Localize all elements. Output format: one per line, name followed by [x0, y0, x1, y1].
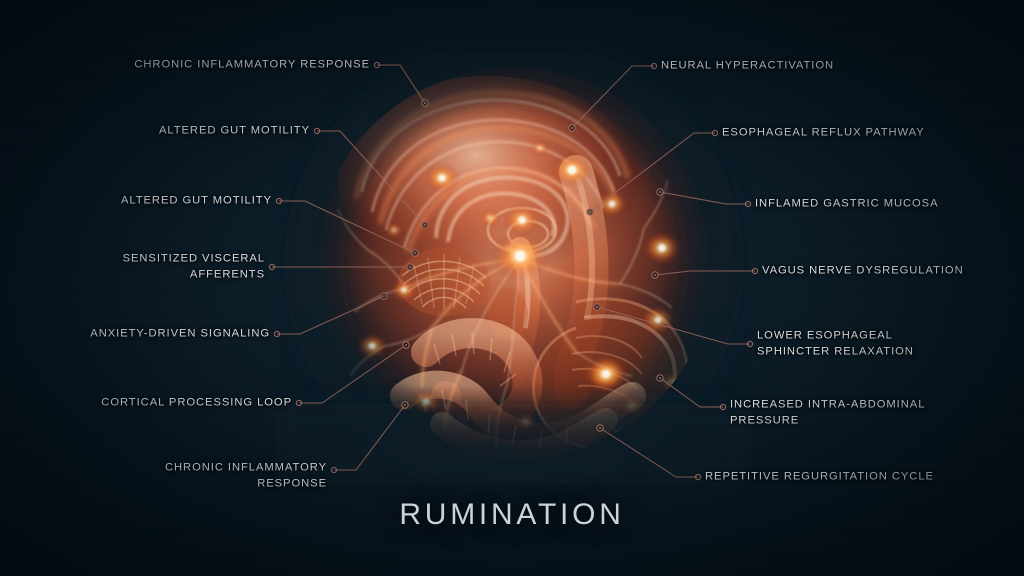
callout-label-lower-esophageal-sphincter-relaxation: LOWER ESOPHAGEAL SPHINCTER RELAXATION: [757, 329, 914, 358]
callout-label-altered-gut-motility-upper: ALTERED GUT MOTILITY: [158, 124, 310, 137]
callout-label-cortical-processing-loop: CORTICAL PROCESSING LOOP: [101, 396, 292, 409]
callout-label-esophageal-reflux-pathway: ESOPHAGEAL REFLUX PATHWAY: [722, 126, 925, 139]
callout-label-sensitized-visceral-afferents: SENSITIZED VISCERAL AFFERENTS: [122, 252, 265, 281]
callout-label-increased-intra-abdominal-pressure: INCREASED INTRA-ABDOMINAL PRESSURE: [730, 398, 926, 427]
page-title: RUMINATION: [399, 498, 625, 531]
anatomy-illustration: [216, 2, 812, 542]
callout-label-inflamed-gastric-mucosa: INFLAMED GASTRIC MUCOSA: [755, 197, 939, 210]
callout-label-anxiety-driven-signaling: ANXIETY-DRIVEN SIGNALING: [90, 327, 270, 340]
illustration-bottom-fade: [276, 404, 752, 484]
callout-label-repetitive-regurgitation-cycle: REPETITIVE REGURGITATION CYCLE: [705, 470, 934, 483]
callout-label-chronic-inflammatory-response-top: CHRONIC INFLAMMATORY RESPONSE: [134, 58, 370, 71]
brain-gut-artwork: [276, 52, 752, 484]
callout-label-vagus-nerve-dysregulation: VAGUS NERVE DYSREGULATION: [762, 264, 964, 277]
callout-label-neural-hyperactivation: NEURAL HYPERACTIVATION: [661, 59, 835, 72]
callout-label-altered-gut-motility-mid: ALTERED GUT MOTILITY: [120, 194, 272, 207]
callout-label-chronic-inflammatory-response-bottom: CHRONIC INFLAMMATORY RESPONSE: [164, 461, 327, 490]
